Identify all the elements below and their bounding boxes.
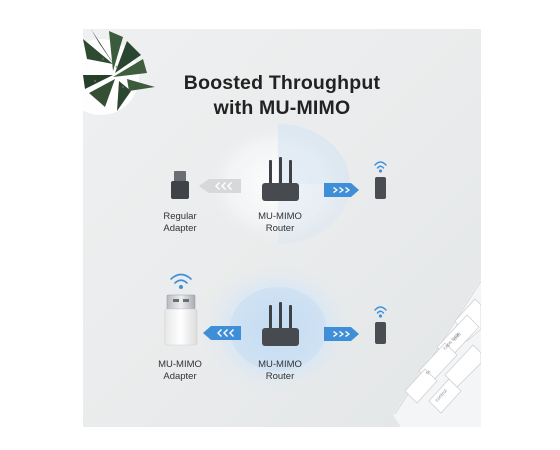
plant-decoration	[83, 29, 155, 115]
wifi-icon	[374, 306, 387, 318]
arrow-right-blue-icon	[324, 183, 359, 197]
router-label: MU-MIMO Router	[258, 359, 302, 382]
product-image-panel: shift caps lock fn control Boosted Throu…	[83, 29, 481, 427]
mu-mimo-adapter-icon	[164, 294, 198, 346]
key-label: fn	[425, 369, 432, 376]
router-label: MU-MIMO Router	[258, 211, 302, 234]
arrow-left-blue-icon	[203, 326, 241, 340]
page-title: Boosted Throughput with MU-MIMO	[83, 71, 481, 121]
phone-icon	[375, 322, 386, 344]
router-icon	[262, 302, 299, 346]
title-line-2: with MU-MIMO	[213, 97, 351, 119]
title-line-1: Boosted Throughput	[183, 72, 381, 94]
regular-adapter-label: Regular Adapter	[163, 211, 197, 234]
wifi-icon	[374, 161, 387, 173]
regular-adapter-icon	[171, 171, 189, 199]
row-mu-mimo-adapter	[164, 261, 387, 397]
arrow-left-gray-icon	[199, 179, 241, 193]
keyboard-decoration: shift caps lock fn control	[393, 279, 481, 427]
row-regular-adapter	[171, 124, 387, 244]
illustration: shift caps lock fn control	[83, 29, 481, 427]
wifi-icon	[170, 273, 192, 289]
mu-mimo-adapter-label: MU-MIMO Adapter	[158, 359, 202, 382]
router-icon	[262, 157, 299, 201]
phone-icon	[375, 177, 386, 199]
arrow-right-blue-icon	[324, 327, 359, 341]
key-label: shift	[452, 331, 463, 342]
